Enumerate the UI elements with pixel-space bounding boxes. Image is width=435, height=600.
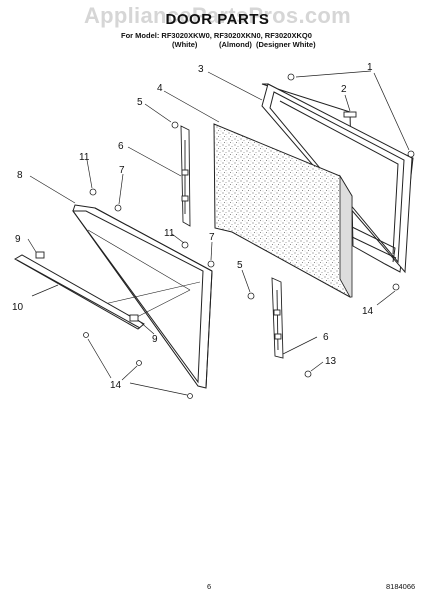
variant-almond: (Almond) [219, 40, 252, 49]
callout-7-left: 7 [119, 165, 125, 176]
document-number: 8184066 [386, 582, 416, 591]
screws [83, 73, 415, 399]
callout-13: 13 [325, 356, 337, 367]
callout-10: 10 [12, 302, 24, 313]
page-number: 6 [207, 582, 212, 591]
callout-7-right: 7 [209, 232, 215, 243]
variant-designer-white: (Designer White) [256, 40, 316, 49]
page-title: DOOR PARTS [165, 11, 270, 28]
handle-end-cap-left [35, 251, 45, 259]
insulation-pad [213, 123, 353, 298]
outer-door-panel [72, 204, 213, 389]
model-line: For Model: RF3020XKW0, RF3020XKN0, RF302… [121, 31, 312, 40]
callout-6-right: 6 [323, 332, 329, 343]
handle-end-cap-right [129, 314, 139, 322]
door-handle [13, 254, 145, 330]
callout-5-bottom: 5 [237, 260, 243, 271]
callout-11-left: 11 [79, 152, 90, 163]
hinge-channel-right [271, 277, 284, 359]
hinge-channel-left [180, 125, 191, 227]
callout-2: 2 [341, 84, 347, 95]
callout-9-left: 9 [15, 234, 21, 245]
callout-9-right: 9 [152, 334, 158, 345]
callout-3: 3 [198, 64, 204, 75]
callout-14-bottom: 14 [110, 380, 122, 391]
callout-14-right: 14 [362, 306, 374, 317]
callout-8: 8 [17, 170, 23, 181]
watermark: AppliancePartsPros.com [83, 3, 352, 28]
callout-6-left: 6 [118, 141, 124, 152]
clip-part [343, 111, 357, 118]
callout-11-right: 11 [164, 228, 175, 239]
callout-1: 1 [367, 62, 373, 73]
callout-4: 4 [157, 83, 163, 94]
variant-white: (White) [172, 40, 198, 49]
callout-5-top: 5 [137, 97, 143, 108]
leader-lines [27, 70, 410, 396]
